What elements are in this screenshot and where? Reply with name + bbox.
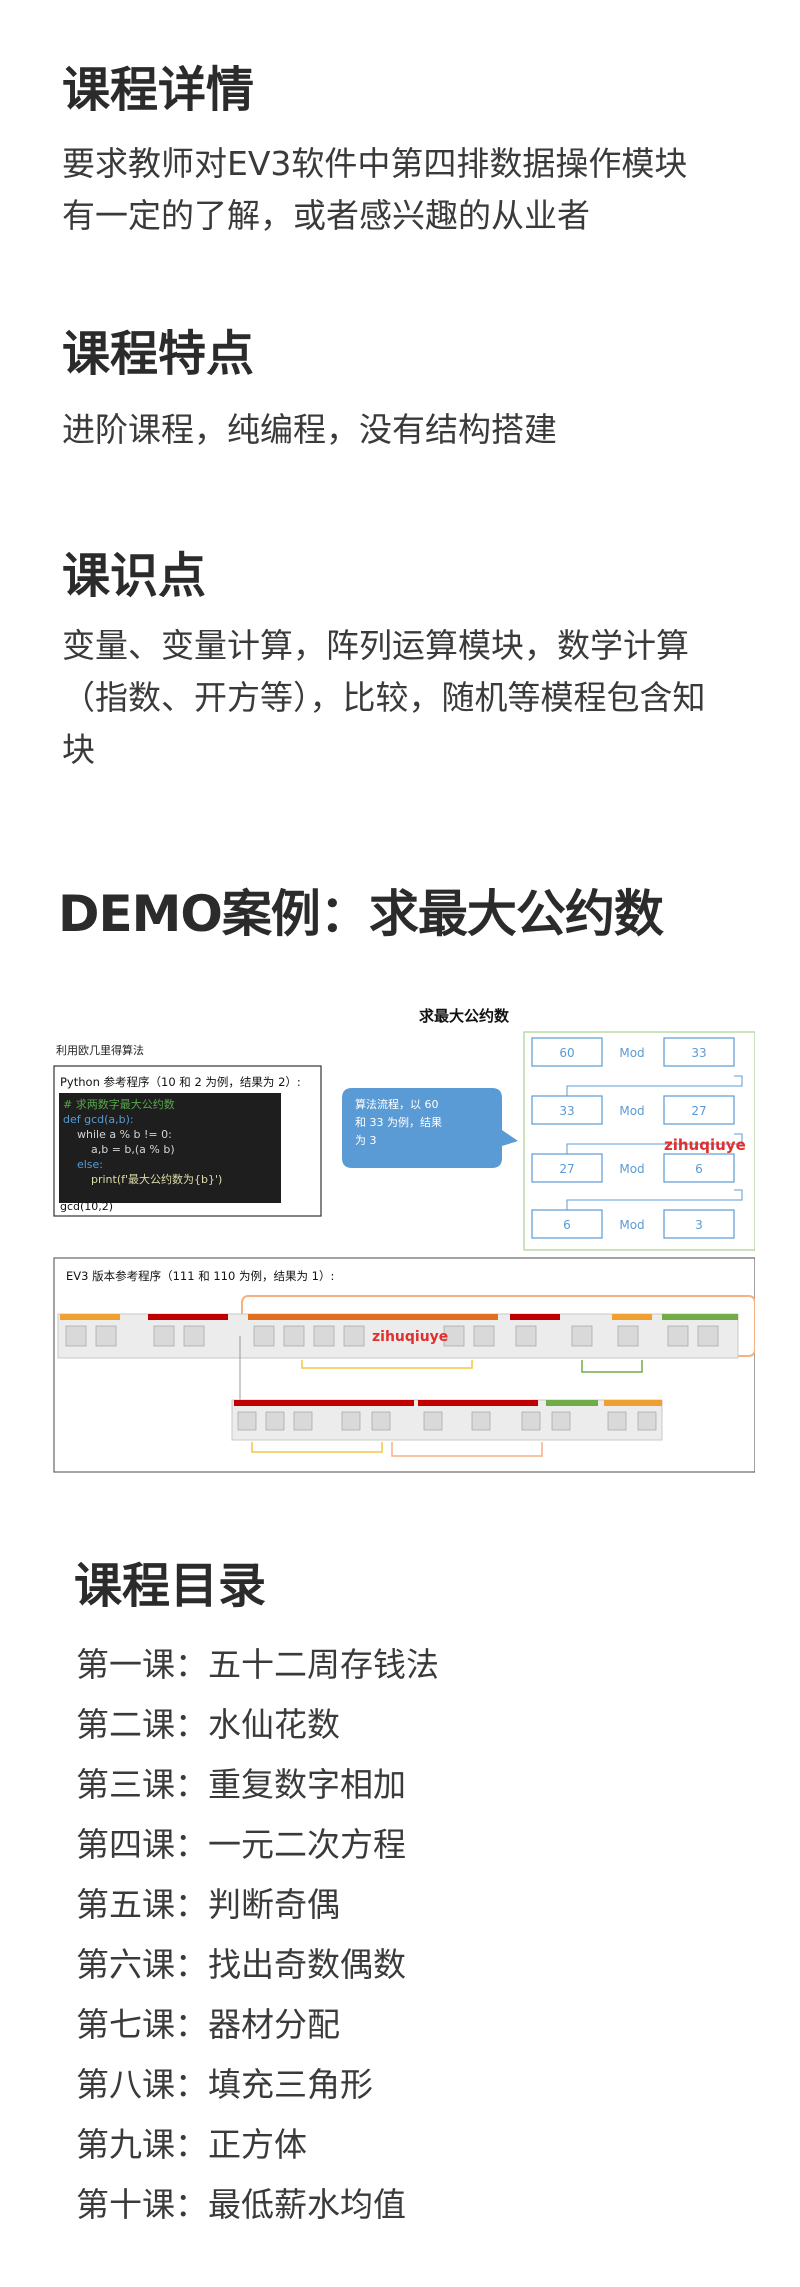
body-line: 有一定的了解，或者感兴趣的从业者 <box>62 196 590 235</box>
body-line: 块 <box>62 730 95 769</box>
toc-item: 第六课：找出奇数偶数 <box>76 1945 406 1984</box>
flow-connectors <box>566 1075 743 1210</box>
flow-op-text: Mod <box>619 1046 644 1060</box>
body-line: 进阶课程，纯编程，没有结构搭建 <box>62 410 557 449</box>
code-line: else: <box>63 1158 103 1171</box>
flow-cell <box>663 1209 735 1239</box>
algorithm-bubble <box>342 1088 518 1168</box>
watermark-text: zihuqiuye <box>372 1329 448 1345</box>
gcd-diagram: 求最大公约数 利用欧几里得算法 Python 参考程序（10 和 2 为例，结果… <box>53 1007 756 1473</box>
python-caption: Python 参考程序（10 和 2 为例，结果为 2）: <box>60 1075 301 1089</box>
flow-cell-text: 27 <box>559 1162 574 1176</box>
ev3-program-top: zihuqiuye <box>57 1295 756 1417</box>
section-body-course-features: 进阶课程，纯编程，没有结构搭建 <box>62 404 782 456</box>
code-line: print(f'最大公约数为{b}') <box>63 1172 222 1186</box>
toc-item: 第十课：最低薪水均值 <box>76 2185 406 2224</box>
code-line: gcd(10,2) <box>60 1200 113 1213</box>
code-line: a,b = b,(a % b) <box>63 1143 175 1156</box>
bubble-line: 和 33 为例，结果 <box>355 1115 442 1129</box>
ev3-caption: EV3 版本参考程序（111 和 110 为例，结果为 1）: <box>66 1269 334 1283</box>
flow-row: 60 Mod 33 <box>531 1037 735 1067</box>
toc-item: 第七课：器材分配 <box>76 2005 340 2044</box>
flow-cell-text: 6 <box>695 1162 703 1176</box>
toc-item: 第三课：重复数字相加 <box>76 1765 406 1804</box>
flow-cell <box>663 1153 735 1183</box>
code-panel <box>59 1093 281 1203</box>
flow-row: 6 Mod 3 <box>531 1209 735 1239</box>
section-title-course-details: 课程详情 <box>62 62 255 118</box>
section-body-knowledge-points: 变量、变量计算，阵列运算模块，数学计算 （指数、开方等），比较，随机等模程包含知… <box>62 620 782 776</box>
code-line: # 求两数字最大公约数 <box>63 1097 175 1111</box>
section-title-course-features: 课程特点 <box>62 326 255 382</box>
flow-cell <box>531 1209 603 1239</box>
toc-item: 第九课：正方体 <box>76 2125 307 2164</box>
demo-diagram-image: 求最大公约数 利用欧几里得算法 Python 参考程序（10 和 2 为例，结果… <box>52 996 756 1476</box>
toc-list: 第一课：五十二周存钱法 第二课：水仙花数 第三课：重复数字相加 第四课：一元二次… <box>76 1640 439 2240</box>
toc-item: 第二课：水仙花数 <box>76 1705 340 1744</box>
flow-cell <box>531 1095 603 1125</box>
toc-item: 第四课：一元二次方程 <box>76 1825 406 1864</box>
bubble-line: 算法流程，以 60 <box>355 1097 439 1111</box>
euclid-caption: 利用欧几里得算法 <box>56 1043 144 1057</box>
flow-cell-text: 6 <box>563 1218 571 1232</box>
flow-cell <box>663 1095 735 1125</box>
flow-cell-text: 33 <box>691 1046 706 1060</box>
bubble-line: 为 3 <box>355 1134 377 1147</box>
toc-title: 课程目录 <box>74 1558 267 1614</box>
code-line: def gcd(a,b): <box>63 1113 134 1126</box>
flow-cell-text: 3 <box>695 1218 703 1232</box>
diagram-title: 求最大公约数 <box>419 1007 510 1025</box>
flow-cell-text: 27 <box>691 1104 706 1118</box>
toc-item: 第五课：判断奇偶 <box>76 1885 340 1924</box>
toc-item: 第一课：五十二周存钱法 <box>76 1645 439 1684</box>
flow-op-text: Mod <box>619 1218 644 1232</box>
flow-cell <box>663 1037 735 1067</box>
section-body-course-details: 要求教师对EV3软件中第四排数据操作模块 有一定的了解，或者感兴趣的从业者 <box>62 138 782 242</box>
toc-item: 第八课：填充三角形 <box>76 2065 373 2104</box>
body-line: （指数、开方等），比较，随机等模程包含知 <box>62 678 706 717</box>
section-title-knowledge-points: 课识点 <box>62 548 207 604</box>
flow-cell <box>531 1037 603 1067</box>
demo-title: DEMO案例：求最大公约数 <box>58 885 664 943</box>
flow-op-text: Mod <box>619 1162 644 1176</box>
flow-op-text: Mod <box>619 1104 644 1118</box>
watermark-text: zihuqiuye <box>664 1136 746 1154</box>
body-line: 变量、变量计算，阵列运算模块，数学计算 <box>62 626 689 665</box>
flow-cell-text: 60 <box>559 1046 574 1060</box>
body-line: 要求教师对EV3软件中第四排数据操作模块 <box>62 144 688 183</box>
flow-cell-text: 33 <box>559 1104 574 1118</box>
flow-row: 33 Mod 27 <box>531 1095 735 1125</box>
flow-row: 27 Mod 6 <box>531 1153 735 1183</box>
ev3-program-bottom <box>231 1399 663 1457</box>
code-line: while a % b != 0: <box>63 1128 172 1141</box>
